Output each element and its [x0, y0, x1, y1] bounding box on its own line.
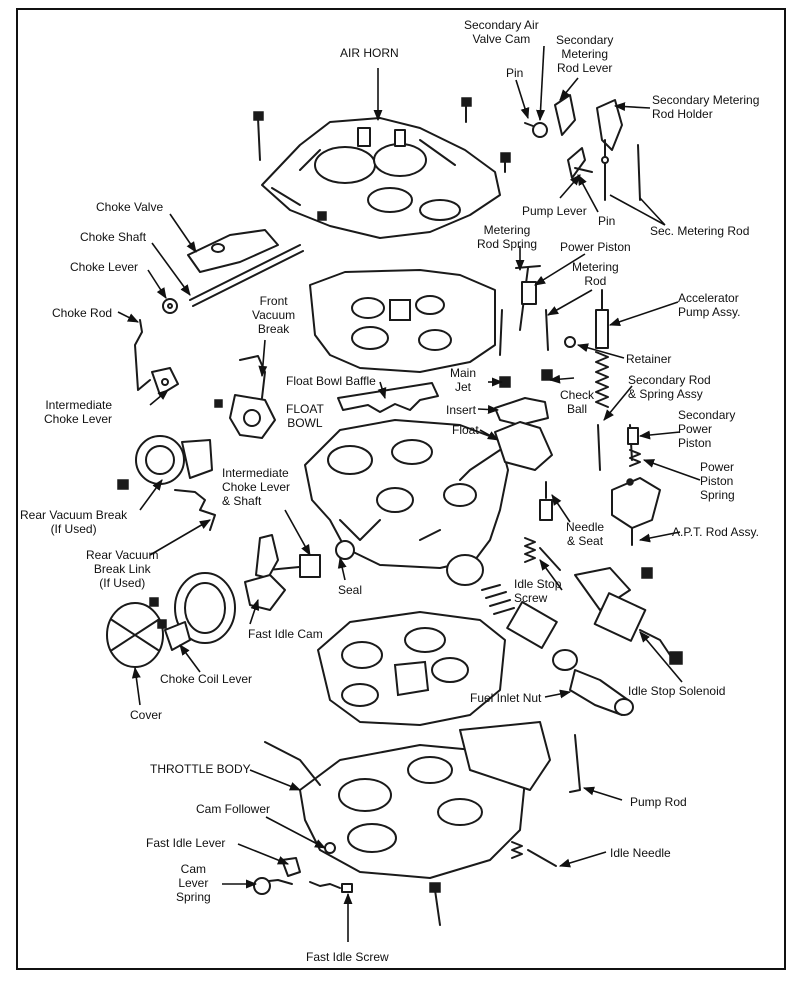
label-sec-metering-rod: Sec. Metering Rod: [650, 224, 750, 238]
throttle-small-parts: [253, 734, 581, 926]
front-vacuum-break-part: [214, 355, 276, 439]
label-choke-lever: Choke Lever: [70, 260, 139, 274]
intermediate-choke-shaft-part: [255, 534, 321, 579]
label-choke-valve: Choke Valve: [96, 200, 164, 214]
label-choke-rod: Choke Rod: [52, 306, 113, 320]
label-float-bowl-baffle: Float Bowl Baffle: [286, 374, 376, 388]
label-rear-vacuum-break-link: Rear Vacuum Break Link (If Used): [86, 548, 159, 590]
label-check-ball: Check Ball: [560, 388, 595, 416]
label-air-horn: AIR HORN: [340, 46, 399, 60]
float-bowl-part: [304, 419, 509, 586]
label-fast-idle-cam: Fast Idle Cam: [248, 627, 323, 641]
label-secondary-metering-rod-holder: Secondary Metering Rod Holder: [652, 93, 760, 121]
label-secondary-power-piston: Secondary Power Piston: [678, 408, 736, 450]
air-horn-screws: [253, 97, 511, 221]
label-fuel-inlet-nut: Fuel Inlet Nut: [470, 691, 542, 705]
label-throttle-body: THROTTLE BODY: [150, 762, 251, 776]
label-main-jet: Main Jet: [450, 366, 477, 394]
idle-stop-solenoid-part: [574, 567, 683, 665]
label-idle-stop-screw: Idle Stop Screw: [514, 577, 562, 605]
air-horn-gasket: [309, 269, 496, 373]
apt-rod-assy-part: [611, 477, 661, 546]
label-apt-rod-assy: A.P.T. Rod Assy.: [672, 525, 759, 539]
base-gasket-part: [317, 611, 506, 726]
needle-seat-parts: [524, 481, 561, 571]
label-power-piston: Power Piston: [560, 240, 631, 254]
label-power-piston-spring: Power Piston Spring: [700, 460, 735, 502]
label-needle-seat: Needle & Seat: [566, 520, 605, 548]
label-idle-needle: Idle Needle: [610, 846, 671, 860]
label-pump-lever: Pump Lever: [522, 204, 587, 218]
label-seal: Seal: [338, 583, 363, 597]
label-retainer: Retainer: [626, 352, 672, 366]
rear-vacuum-break-part: [117, 435, 213, 490]
label-front-vacuum-break: Front Vacuum Break: [252, 294, 296, 336]
label-intermediate-choke-lever-shaft: Intermediate Choke Lever & Shaft: [222, 466, 291, 508]
leader-lines: [117, 45, 701, 942]
label-choke-shaft: Choke Shaft: [80, 230, 147, 244]
secondary-linkage-parts: [524, 94, 641, 201]
label-cover: Cover: [130, 708, 163, 722]
jet-insert-float-parts: [459, 369, 553, 481]
label-pin-top: Pin: [506, 66, 524, 80]
throttle-body-part: [264, 721, 551, 879]
label-cam-follower: Cam Follower: [196, 802, 271, 816]
label-choke-coil-lever: Choke Coil Lever: [160, 672, 253, 686]
label-insert: Insert: [446, 403, 477, 417]
label-fast-idle-screw: Fast Idle Screw: [306, 950, 389, 964]
label-rear-vacuum-break: Rear Vacuum Break (If Used): [20, 508, 128, 536]
label-secondary-metering-rod-lever: Secondary Metering Rod Lever: [556, 33, 614, 75]
rear-vacuum-break-link-part: [174, 489, 216, 531]
label-float: Float: [452, 423, 479, 437]
label-accelerator-pump-assy: Accelerator Pump Assy.: [678, 291, 741, 319]
label-pump-rod: Pump Rod: [630, 795, 687, 809]
label-metering-rod-spring: Metering Rod Spring: [477, 223, 538, 251]
label-idle-stop-solenoid: Idle Stop Solenoid: [628, 684, 726, 698]
fuel-inlet-parts: [481, 584, 634, 716]
diagram-frame: [16, 8, 786, 970]
air-horn-part: [261, 117, 501, 239]
choke-valve-part: [162, 229, 304, 314]
label-secondary-air-valve-cam: Secondary Air Valve Cam: [464, 18, 539, 46]
label-cam-lever-spring: Cam Lever Spring: [176, 862, 211, 904]
accelerator-pump-parts: [564, 289, 641, 471]
metering-rod-parts: [499, 265, 549, 356]
choke-rod-part: [134, 319, 179, 396]
label-metering-rod: Metering Rod: [572, 260, 619, 288]
label-pin-lower: Pin: [598, 214, 616, 228]
float-bowl-baffle-part: [337, 382, 439, 413]
label-intermediate-choke-lever: Intermediate Choke Lever: [44, 398, 113, 426]
label-float-bowl: FLOAT BOWL: [286, 402, 324, 430]
label-secondary-rod-spring-assy: Secondary Rod & Spring Assy: [628, 373, 711, 401]
label-fast-idle-lever: Fast Idle Lever: [146, 836, 226, 850]
fast-idle-cam-part: [244, 574, 286, 611]
